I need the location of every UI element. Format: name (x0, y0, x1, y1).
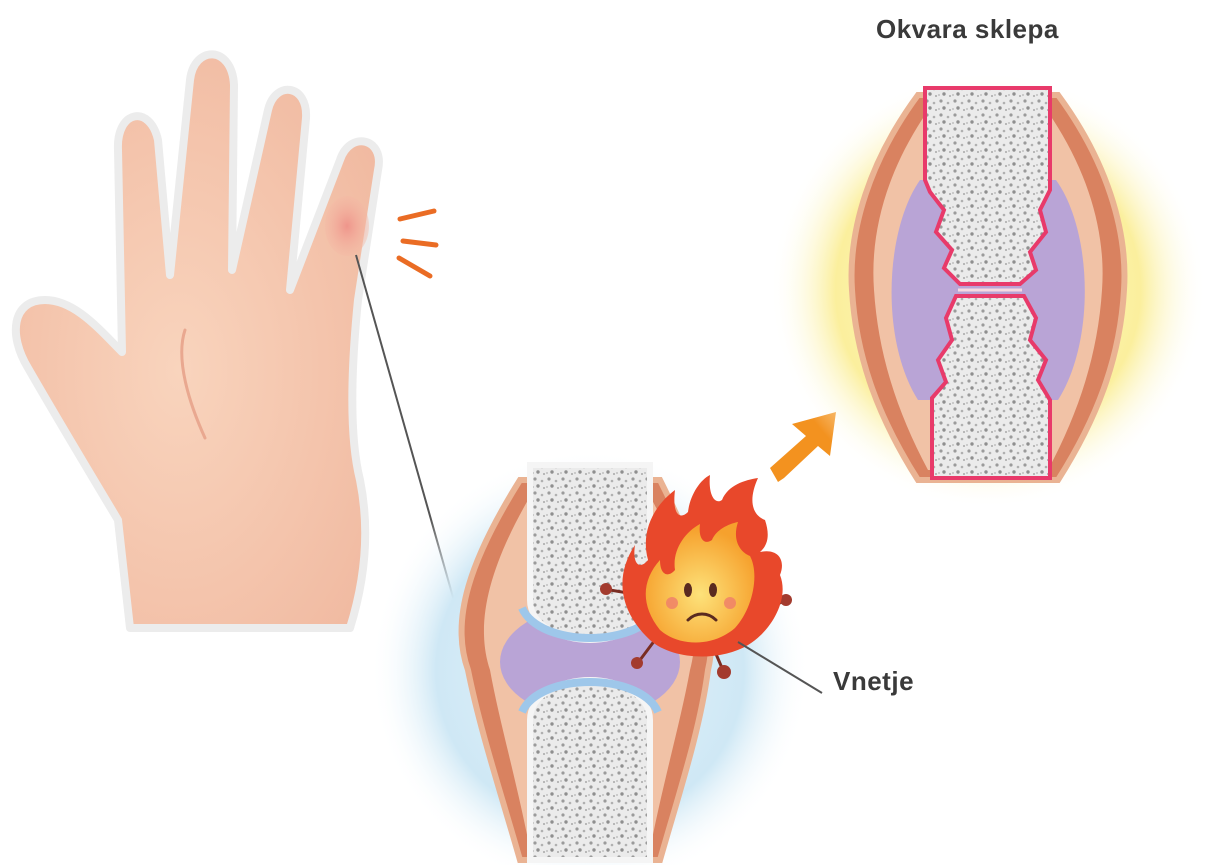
joint-damage-label: Okvara sklepa (876, 14, 1059, 45)
damaged-joint (770, 72, 1206, 508)
hand-illustration (16, 54, 379, 628)
damaged-lower-bone (932, 296, 1050, 478)
swollen-knuckle (325, 196, 369, 256)
inflammation-label: Vnetje (833, 666, 914, 697)
lower-bone (530, 680, 650, 860)
hand-outline (16, 54, 379, 628)
pain-marks-icon (399, 211, 436, 276)
